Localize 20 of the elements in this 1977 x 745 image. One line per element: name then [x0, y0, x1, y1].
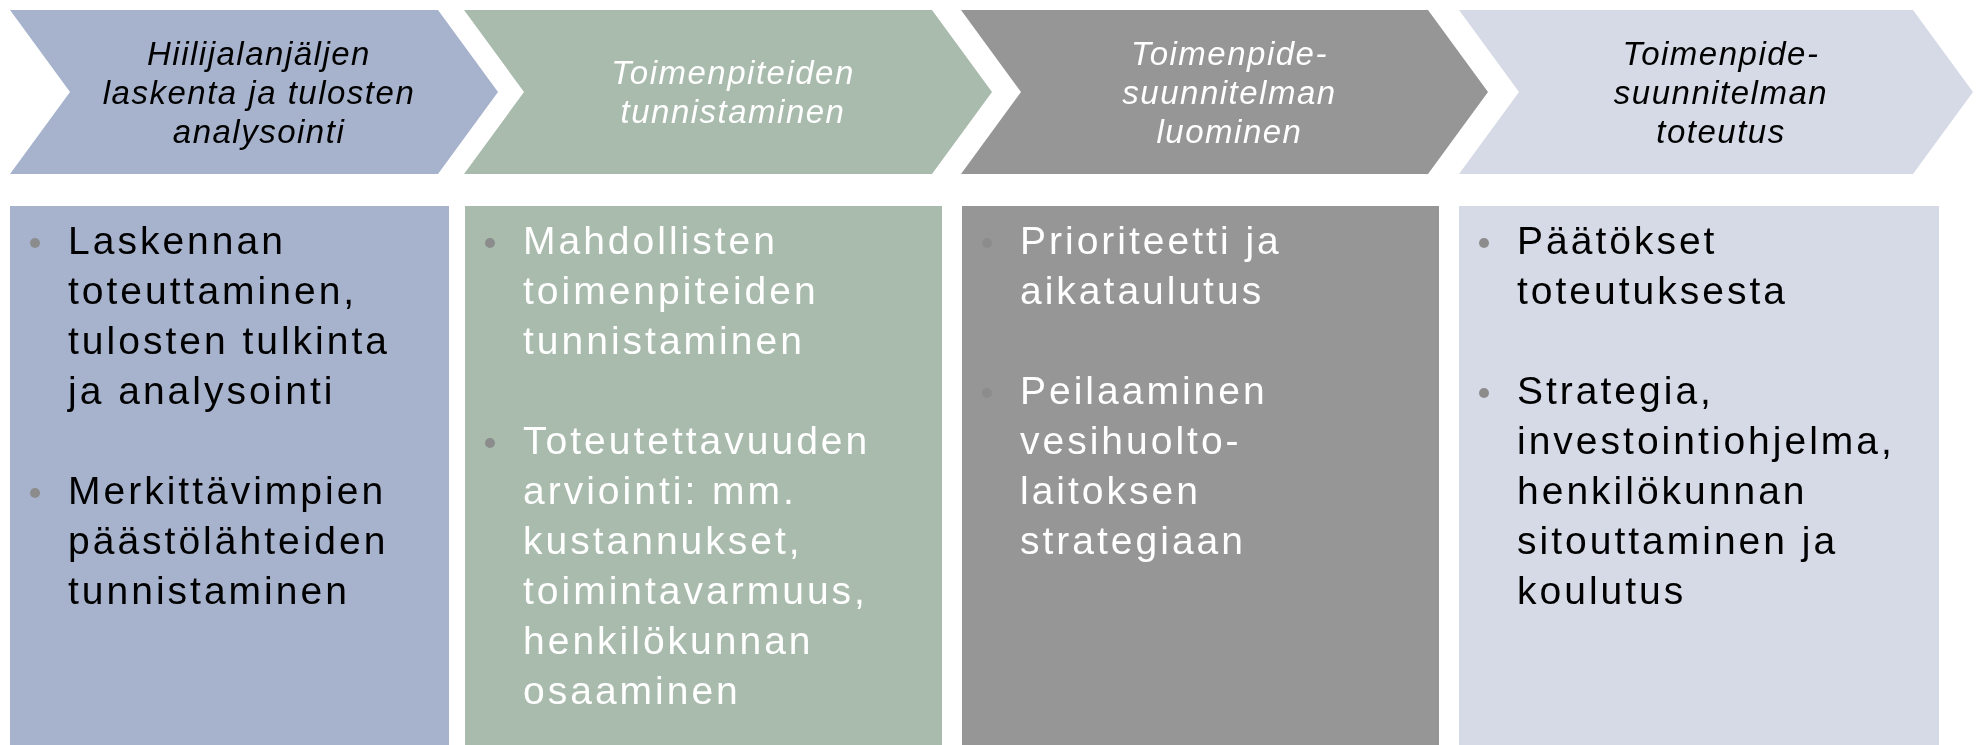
stage-panel [962, 206, 1439, 745]
stage-panel [1459, 206, 1939, 745]
bullet-text: Strategia, investointiohjelma, henkilökunnan sitouttaminen ja koulutus [1517, 368, 1896, 614]
bullet-text: Merkittävimpien päästölähteiden tunnistaminen [68, 468, 390, 614]
phase-banner [1459, 10, 1973, 174]
stage-panel [10, 206, 449, 745]
phase-banner [961, 10, 1488, 174]
bullet-text: Prioriteetti ja aikataulutus [1020, 218, 1283, 314]
bullet-text: Päätökset toteutuksesta [1517, 218, 1789, 314]
stage-panel [465, 206, 942, 745]
bullet-text: Peilaaminen vesihuolto-laitoksen strategiaan [1020, 368, 1269, 564]
stage-title: Toimenpiteiden tunnistaminen [610, 53, 856, 131]
phase-banner [10, 10, 498, 174]
bullet-text: Mahdollisten toimenpiteiden tunnistaminen [523, 218, 820, 364]
bullet-text: Laskennan toteuttaminen, tulosten tulkinta ja analysointi [68, 218, 391, 414]
bullet-text: Toteutettavuuden arviointi: mm. kustannukset, toimintavarmuus, henkilökunnan osaaminen [523, 418, 872, 714]
stage-title: Toimenpide-suunnitelman toteutus [1612, 33, 1830, 151]
phase-banner [464, 10, 992, 174]
stage-title: Hiilijalanjäljen laskenta ja tulosten analysointi [101, 33, 417, 151]
stage-title: Toimenpide-suunnitelman luominen [1121, 33, 1338, 151]
